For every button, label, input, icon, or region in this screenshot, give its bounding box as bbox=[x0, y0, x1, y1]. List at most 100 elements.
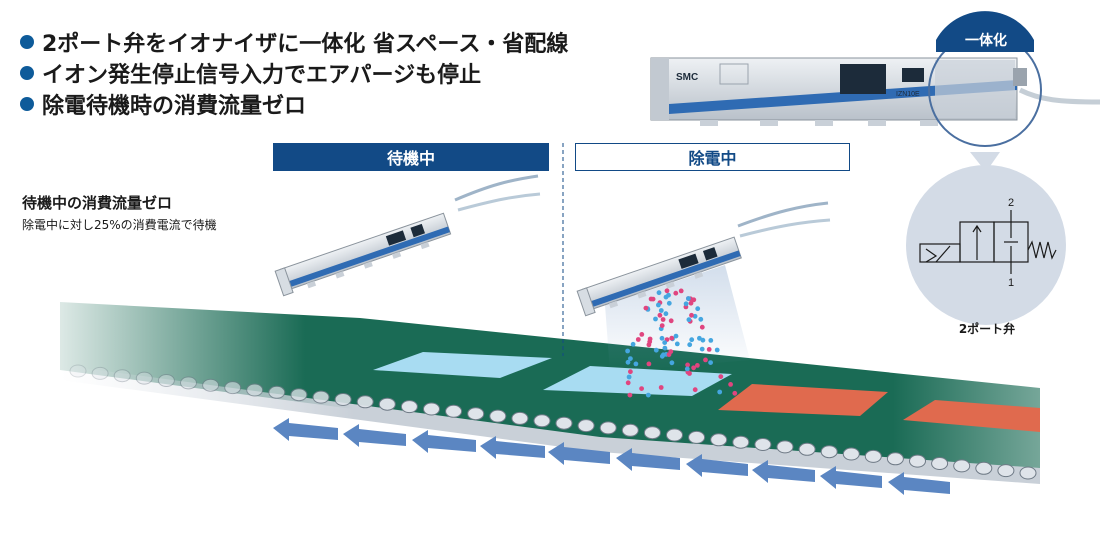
ion-particle bbox=[699, 324, 705, 330]
conveyor-roller bbox=[334, 393, 352, 406]
ion-particle bbox=[686, 296, 691, 301]
ion-particle bbox=[666, 300, 672, 306]
ion-particle bbox=[695, 306, 701, 312]
flow-arrow-9 bbox=[820, 466, 882, 489]
flow-arrows bbox=[273, 418, 950, 495]
integration-badge-shape bbox=[936, 11, 1034, 52]
ion-particle bbox=[688, 300, 694, 306]
ion-particle bbox=[666, 352, 672, 357]
flow-arrow-7 bbox=[686, 454, 748, 477]
air-tube-standby bbox=[454, 174, 539, 202]
air-tube-discharge bbox=[737, 201, 829, 228]
conveyor-roller bbox=[953, 459, 971, 473]
conveyor-roller bbox=[997, 464, 1015, 478]
ion-particle bbox=[626, 374, 632, 380]
flow-arrow-5 bbox=[548, 442, 610, 465]
product-model: IZN10E bbox=[896, 91, 920, 98]
ion-particle bbox=[650, 296, 656, 302]
callout-pointer bbox=[970, 152, 1000, 172]
conveyor-roller bbox=[180, 376, 197, 390]
air-tube-standby-2 bbox=[457, 192, 541, 212]
ion-particle bbox=[658, 385, 664, 390]
conveyor-roller bbox=[909, 454, 926, 468]
feature-item: イオン発生停止信号入力でエアパージも停止 bbox=[20, 57, 568, 88]
conveyor-roller bbox=[135, 371, 153, 385]
conveyor-roller bbox=[290, 388, 308, 402]
standby-note-title: 待機中の消費流量ゼロ bbox=[22, 194, 173, 212]
ion-particle bbox=[647, 339, 653, 345]
flow-arrow-4 bbox=[480, 436, 545, 459]
ion-particle bbox=[656, 290, 662, 296]
ion-particle bbox=[728, 382, 733, 387]
flow-arrow-1 bbox=[273, 418, 338, 441]
conveyor-roller bbox=[975, 461, 993, 475]
ion-particle bbox=[628, 369, 633, 375]
ion-particle bbox=[669, 335, 675, 341]
conveyor-roller bbox=[643, 426, 661, 440]
conveyor-rollers bbox=[69, 364, 1037, 480]
ion-particle bbox=[625, 359, 631, 365]
ion-particle bbox=[718, 374, 724, 379]
conveyor-roller bbox=[246, 383, 264, 397]
ion-particle bbox=[683, 301, 689, 307]
conveyor-roller bbox=[489, 409, 507, 423]
ion-particle bbox=[628, 356, 633, 361]
ion-particle bbox=[639, 386, 644, 391]
ion-particle bbox=[691, 297, 697, 303]
conveyor-roller bbox=[423, 402, 440, 416]
ion-particle bbox=[627, 392, 633, 398]
ion-particle bbox=[692, 387, 698, 393]
conveyor-roller bbox=[1019, 466, 1037, 480]
valve-callout-circle bbox=[906, 165, 1066, 325]
ion-beam bbox=[605, 265, 750, 372]
flow-arrow-6 bbox=[616, 448, 680, 471]
bullet-dot-icon bbox=[20, 34, 34, 49]
ion-particle bbox=[689, 312, 694, 318]
conveyor-roller bbox=[820, 445, 838, 459]
two-port-valve-symbol bbox=[919, 210, 1057, 274]
ion-particle bbox=[625, 380, 631, 386]
conveyor-roller bbox=[931, 457, 949, 470]
ion-particle bbox=[668, 318, 674, 324]
flow-arrow-8 bbox=[752, 460, 815, 483]
ion-particle bbox=[653, 347, 659, 353]
ion-particle bbox=[659, 335, 665, 341]
ion-particle bbox=[708, 360, 713, 365]
ion-particle bbox=[656, 302, 661, 308]
ion-particle bbox=[673, 290, 679, 296]
ion-particle bbox=[669, 360, 675, 366]
workpiece-charged-2 bbox=[903, 400, 1040, 432]
conveyor-roller bbox=[754, 438, 772, 451]
ion-particle bbox=[659, 323, 665, 328]
conveyor-belt bbox=[60, 302, 1040, 470]
feature-item: 2ポート弁をイオナイザに一体化 省スペース・省配線 bbox=[20, 26, 568, 57]
conveyor-roller bbox=[202, 378, 220, 392]
conveyor-roller bbox=[268, 385, 286, 399]
conveyor-roller bbox=[886, 452, 904, 466]
valve-port-2: 2 bbox=[1008, 197, 1014, 209]
ion-particle bbox=[700, 337, 706, 343]
conveyor-roller bbox=[842, 447, 860, 461]
ion-particle bbox=[673, 333, 679, 339]
conveyor-roller bbox=[157, 374, 175, 387]
ion-particle bbox=[660, 317, 666, 322]
ion-particle bbox=[685, 362, 690, 368]
conveyor-roller bbox=[688, 430, 706, 444]
ion-particle bbox=[717, 389, 723, 395]
ion-particles bbox=[625, 288, 738, 398]
ion-particle bbox=[633, 361, 639, 367]
conveyor-roller bbox=[599, 421, 617, 435]
integration-badge: 一体化 bbox=[965, 33, 1007, 49]
conveyor-roller bbox=[577, 419, 595, 433]
feature-text: 除電待機時の消費流量ゼロ bbox=[42, 93, 307, 119]
workpiece-clean-2 bbox=[543, 366, 732, 396]
feature-text: イオン発生停止信号入力でエアパージも停止 bbox=[42, 62, 482, 88]
ion-particle bbox=[684, 366, 690, 372]
ion-particle bbox=[698, 316, 704, 322]
conveyor-roller bbox=[555, 416, 573, 430]
ion-particle bbox=[625, 348, 630, 354]
ion-particle bbox=[645, 392, 651, 398]
flow-arrow-3 bbox=[412, 430, 476, 453]
ionizer-product-image bbox=[650, 57, 1027, 126]
